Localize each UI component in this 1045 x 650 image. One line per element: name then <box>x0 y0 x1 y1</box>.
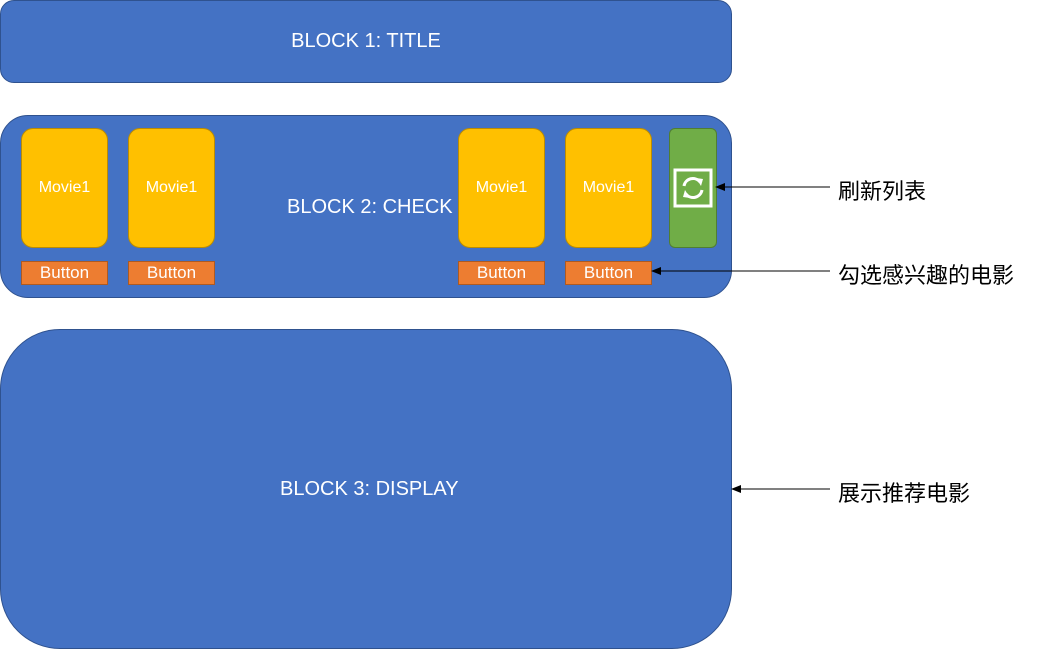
refresh-button[interactable] <box>669 128 717 248</box>
select-button[interactable]: Button <box>458 261 545 285</box>
block-title: BLOCK 1: TITLE <box>0 0 732 83</box>
movie-card[interactable]: Movie1 <box>21 128 108 248</box>
block-check: Movie1 Button Movie1 Button BLOCK 2: CHE… <box>0 115 732 298</box>
select-button[interactable]: Button <box>21 261 108 285</box>
movie-label: Movie1 <box>582 179 635 196</box>
movie-card[interactable]: Movie1 <box>458 128 545 248</box>
callout-select-movies: 勾选感兴趣的电影 <box>838 263 1015 288</box>
movie-label: Movie1 <box>475 179 528 196</box>
movie-card[interactable]: Movie1 <box>128 128 215 248</box>
block-check-label: BLOCK 2: CHECK <box>287 196 453 218</box>
block-display: BLOCK 3: DISPLAY <box>0 329 732 649</box>
callout-show-recommendations: 展示推荐电影 <box>838 481 971 506</box>
block-title-label: BLOCK 1: TITLE <box>291 30 441 52</box>
block-display-label: BLOCK 3: DISPLAY <box>280 478 459 500</box>
movie-label: Movie1 <box>145 179 198 196</box>
callout-refresh-list: 刷新列表 <box>838 179 927 204</box>
movie-label: Movie1 <box>38 179 91 196</box>
select-button[interactable]: Button <box>128 261 215 285</box>
movie-card[interactable]: Movie1 <box>565 128 652 248</box>
refresh-icon <box>673 168 713 208</box>
select-button[interactable]: Button <box>565 261 652 285</box>
